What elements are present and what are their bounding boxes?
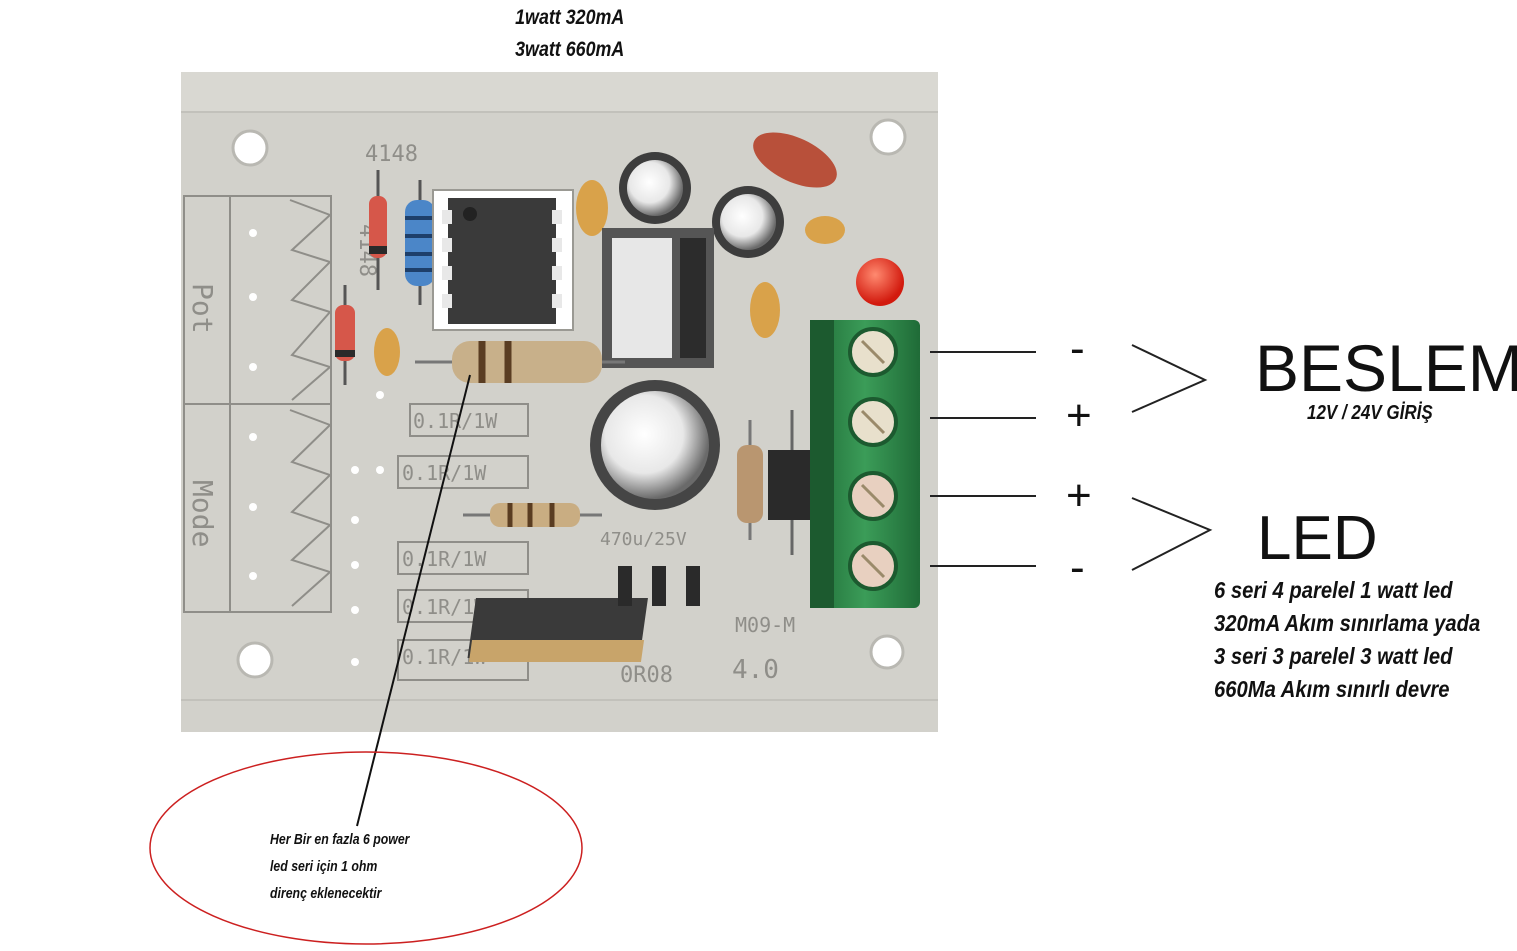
electrolytic-capacitors xyxy=(590,152,784,510)
svg-text:0.1R/1W: 0.1R/1W xyxy=(402,547,487,571)
ic-chip xyxy=(432,189,574,331)
supply-subtitle: 12V / 24V GİRİŞ xyxy=(1307,402,1433,424)
film-capacitor xyxy=(753,132,837,188)
rating-note-line-2: 3watt 660mA xyxy=(515,38,625,61)
led-description-line: 3 seri 3 parelel 3 watt led xyxy=(1214,643,1453,669)
led-minus-sign: - xyxy=(1070,543,1085,592)
indicator-led xyxy=(856,258,904,306)
terminal-block xyxy=(810,320,920,608)
annotation-pointer xyxy=(356,374,471,827)
sense-resistor xyxy=(415,341,625,383)
mosfet xyxy=(467,566,700,662)
annotation-line: Her Bir en fazla 6 power xyxy=(270,831,410,848)
led-description-line: 320mA Akım sınırlama yada xyxy=(1214,610,1481,636)
svg-text:470u/25V: 470u/25V xyxy=(600,529,687,550)
led-description-line: 6 seri 4 parelel 1 watt led xyxy=(1214,577,1453,603)
blue-resistor xyxy=(405,180,435,305)
silk-pot: Pot xyxy=(186,283,219,334)
supply-title: BESLEME xyxy=(1255,331,1517,405)
led-plus-sign: + xyxy=(1066,471,1092,520)
supply-plus-sign: + xyxy=(1066,391,1092,440)
voltage-regulator xyxy=(602,228,714,368)
diodes xyxy=(335,170,387,385)
svg-text:4.0: 4.0 xyxy=(732,655,779,685)
annotation-ellipse xyxy=(149,751,583,945)
supply-minus-sign: - xyxy=(1070,324,1085,373)
left-connector xyxy=(183,195,333,613)
ceramic-capacitors xyxy=(374,180,845,376)
led-title: LED xyxy=(1257,504,1378,573)
svg-text:M09-M: M09-M xyxy=(735,613,795,637)
wiring-lines xyxy=(930,344,1213,571)
mounting-holes xyxy=(231,118,907,679)
silk-4148-a: 4148 xyxy=(365,142,418,167)
small-resistor xyxy=(463,503,602,527)
annotation-line: direnç eklenecektir xyxy=(270,885,382,902)
led-description-line: 660Ma Akım sınırlı devre xyxy=(1214,676,1450,702)
annotation-text: Her Bir en fazla 6 power led seri için 1… xyxy=(270,826,409,907)
rating-note-line-1: 1watt 320mA xyxy=(515,6,625,29)
svg-text:0.1R/1W: 0.1R/1W xyxy=(402,595,487,619)
svg-text:0R08: 0R08 xyxy=(620,663,673,688)
rating-note: 1watt 320mA 3watt 660mA xyxy=(85,2,1054,66)
led-description: 6 seri 4 parelel 1 watt led 320mA Akım s… xyxy=(1214,574,1480,706)
annotation-line: led seri için 1 ohm xyxy=(270,858,378,875)
silk-mode: Mode xyxy=(186,480,219,547)
